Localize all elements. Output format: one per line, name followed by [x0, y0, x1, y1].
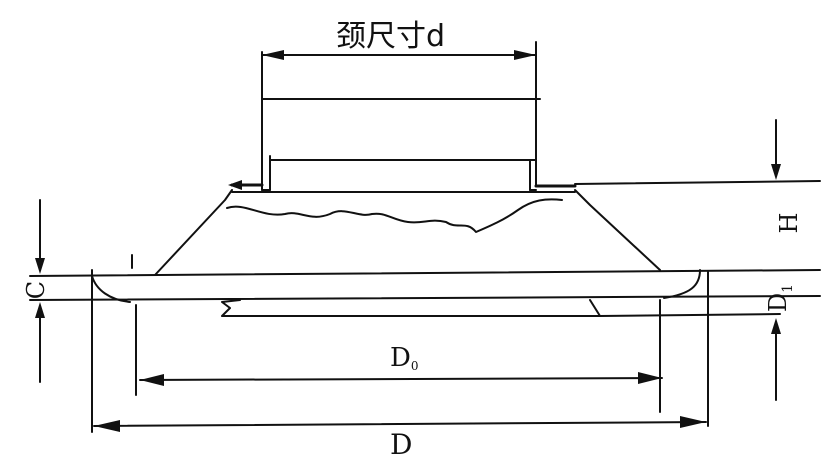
outer-diameter-dimension: D [93, 416, 707, 461]
neck-tube [228, 98, 577, 191]
thickness-dimension: C [22, 199, 50, 383]
outer-diameter-label: D [390, 428, 412, 461]
d1-label-main: D [764, 293, 792, 312]
neck-size-label: 颈尺寸d [336, 19, 445, 54]
height-label: H [775, 213, 803, 234]
d1-label-sub: 1 [780, 284, 796, 293]
d1-dimension: D1 [764, 284, 796, 401]
flange-plate [29, 254, 821, 433]
thickness-label: C [22, 281, 50, 299]
d0-label-main: D [390, 343, 411, 373]
d0-dimension: D0 [139, 343, 663, 386]
raised-face [221, 299, 781, 317]
d1-label: D1 [764, 284, 796, 312]
d0-label: D0 [390, 343, 419, 373]
neck-size-dimension: 颈尺寸d [261, 19, 537, 191]
hub-body [154, 189, 661, 276]
height-dimension: H [574, 119, 821, 234]
d0-label-sub: 0 [411, 359, 419, 373]
